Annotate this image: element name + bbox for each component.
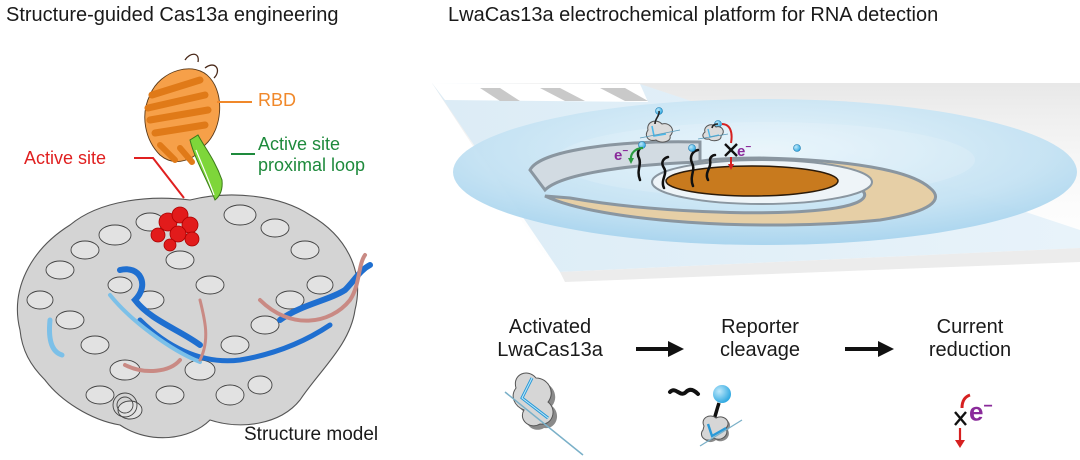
- proximal-loop-label-line1: Active site: [258, 134, 341, 154]
- electron-charge: −: [983, 398, 993, 415]
- proximal-loop: [189, 134, 223, 201]
- current-reduction-icon: [954, 393, 971, 448]
- structure-model-label: Structure model: [244, 424, 379, 445]
- rbd-domain: [144, 53, 221, 165]
- active-site-leader-line: [134, 157, 185, 199]
- active-site-label: Active site: [24, 148, 107, 168]
- electron-charge: −: [745, 142, 752, 153]
- step-3-line1: Current: [936, 316, 1004, 338]
- blocked-transfer-arc: [721, 123, 733, 144]
- cas13a-complex-floating: [639, 110, 729, 143]
- protein-helices: [26, 204, 334, 420]
- reporter-strands: [636, 144, 717, 190]
- step-3-line2: reduction: [928, 339, 1012, 361]
- reporter-cleavage-icon: [668, 385, 743, 447]
- step-current-reduction: Current reduction: [900, 316, 1040, 362]
- blocked-x-icon: [724, 143, 738, 157]
- rna-strands: [47, 253, 373, 373]
- protein-body: [16, 194, 359, 439]
- activated-cas13a-icon: [504, 372, 584, 456]
- electron-label-right: e−: [737, 138, 751, 162]
- electron-symbol: e: [614, 147, 623, 164]
- step-1-line2: LwaCas13a: [497, 339, 603, 361]
- electron-symbol: e: [737, 143, 746, 160]
- rbd-label: RBD: [258, 90, 297, 110]
- left-panel-title: Structure-guided Cas13a engineering: [6, 4, 339, 26]
- step-reporter-cleavage: Reporter cleavage: [690, 316, 830, 362]
- process-arrow-2: [845, 341, 894, 357]
- cas13a-structure-illustration: [16, 53, 373, 439]
- step-2-line1: Reporter: [721, 316, 799, 338]
- process-arrow-1: [636, 341, 684, 357]
- electron-symbol: e: [969, 396, 984, 427]
- step-1-line1: Activated: [508, 316, 592, 338]
- right-panel-title: LwaCas13a electrochemical platform for R…: [448, 4, 939, 26]
- electron-label-left: e−: [614, 142, 628, 166]
- proximal-loop-label-line2: proximal loop: [258, 155, 366, 175]
- reporter-beads: [638, 107, 801, 152]
- working-electrode: [665, 165, 839, 197]
- electron-charge: −: [622, 146, 629, 157]
- step-activated-cas13a: Activated LwaCas13a: [480, 316, 620, 362]
- electron-label-step3: e−: [969, 393, 993, 426]
- active-site-cluster: [150, 206, 200, 252]
- step-2-line2: cleavage: [719, 339, 801, 361]
